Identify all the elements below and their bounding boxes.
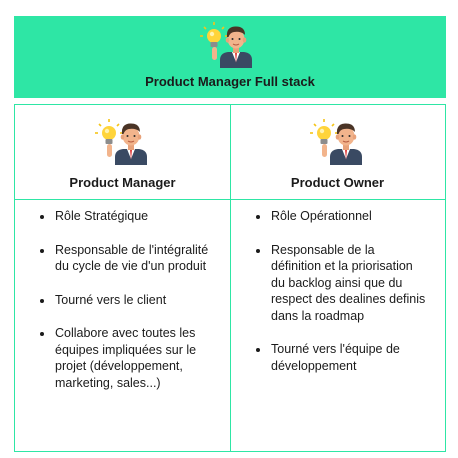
column-divider: [230, 105, 231, 451]
list-item: Tourné vers l'équipe de développement: [256, 341, 426, 374]
title-banner: Product Manager Full stack: [14, 16, 446, 98]
list-item: Rôle Stratégique: [40, 208, 210, 225]
column-title-product-owner: Product Owner: [290, 175, 385, 190]
list-item: Responsable de la définition et la prior…: [256, 242, 426, 325]
comparison-table: Product Manager Product Owner: [14, 104, 446, 452]
product-manager-list: Rôle Stratégique Responsable de l'intégr…: [40, 208, 210, 408]
banner-title: Product Manager Full stack: [145, 74, 315, 89]
list-item: Rôle Opérationnel: [256, 208, 426, 225]
comparison-infographic: Product Manager Full stack Product Manag…: [14, 16, 446, 452]
manager-idea-icon: [95, 119, 155, 165]
column-title-product-manager: Product Manager: [69, 175, 176, 190]
product-owner-header: Product Owner: [230, 105, 445, 199]
product-owner-list: Rôle Opérationnel Responsable de la défi…: [256, 208, 426, 391]
list-item: Collabore avec toutes les équipes impliq…: [40, 325, 210, 391]
list-item: Tourné vers le client: [40, 292, 210, 309]
list-item: Responsable de l'intégralité du cycle de…: [40, 242, 210, 275]
manager-idea-icon: [200, 22, 260, 68]
header-divider: [15, 199, 445, 200]
manager-idea-icon: [310, 119, 370, 165]
product-manager-header: Product Manager: [15, 105, 230, 199]
